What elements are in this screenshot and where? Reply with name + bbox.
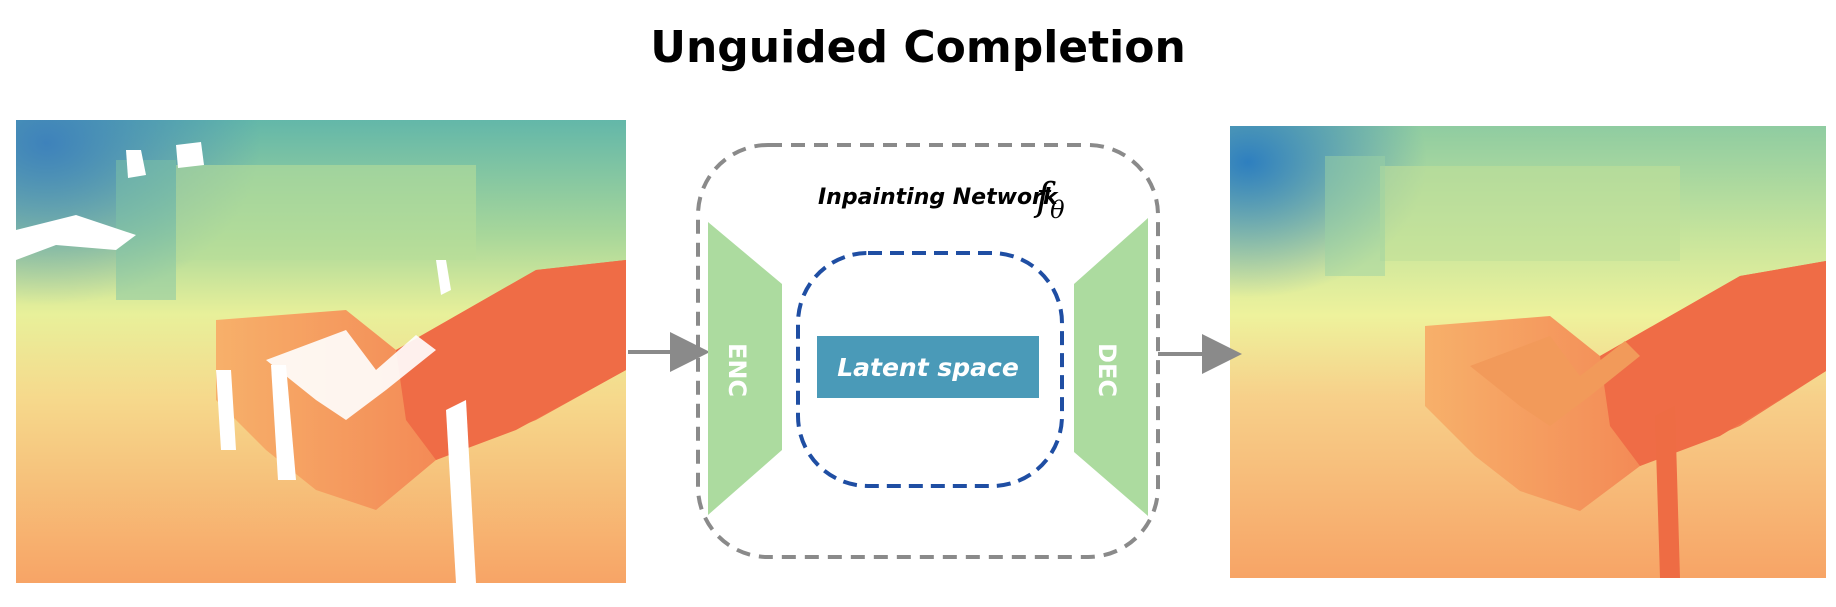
inpainting-network-label: Inpainting Network: [818, 185, 1058, 210]
latent-space-box: [796, 251, 1064, 488]
input-depth-map: [16, 120, 626, 583]
network-function-symbol: fθ: [1036, 175, 1065, 224]
output-depth-map: [1230, 126, 1826, 578]
inpainting-network-box: [696, 143, 1160, 559]
decoder-label: DEC: [1092, 343, 1121, 397]
encoder-block: [708, 222, 782, 515]
encoder-label: ENC: [723, 342, 752, 398]
diagram-title: Unguided Completion: [650, 22, 1186, 73]
latent-space-block: Latent space: [817, 336, 1039, 398]
decoder-block: [1074, 218, 1148, 516]
